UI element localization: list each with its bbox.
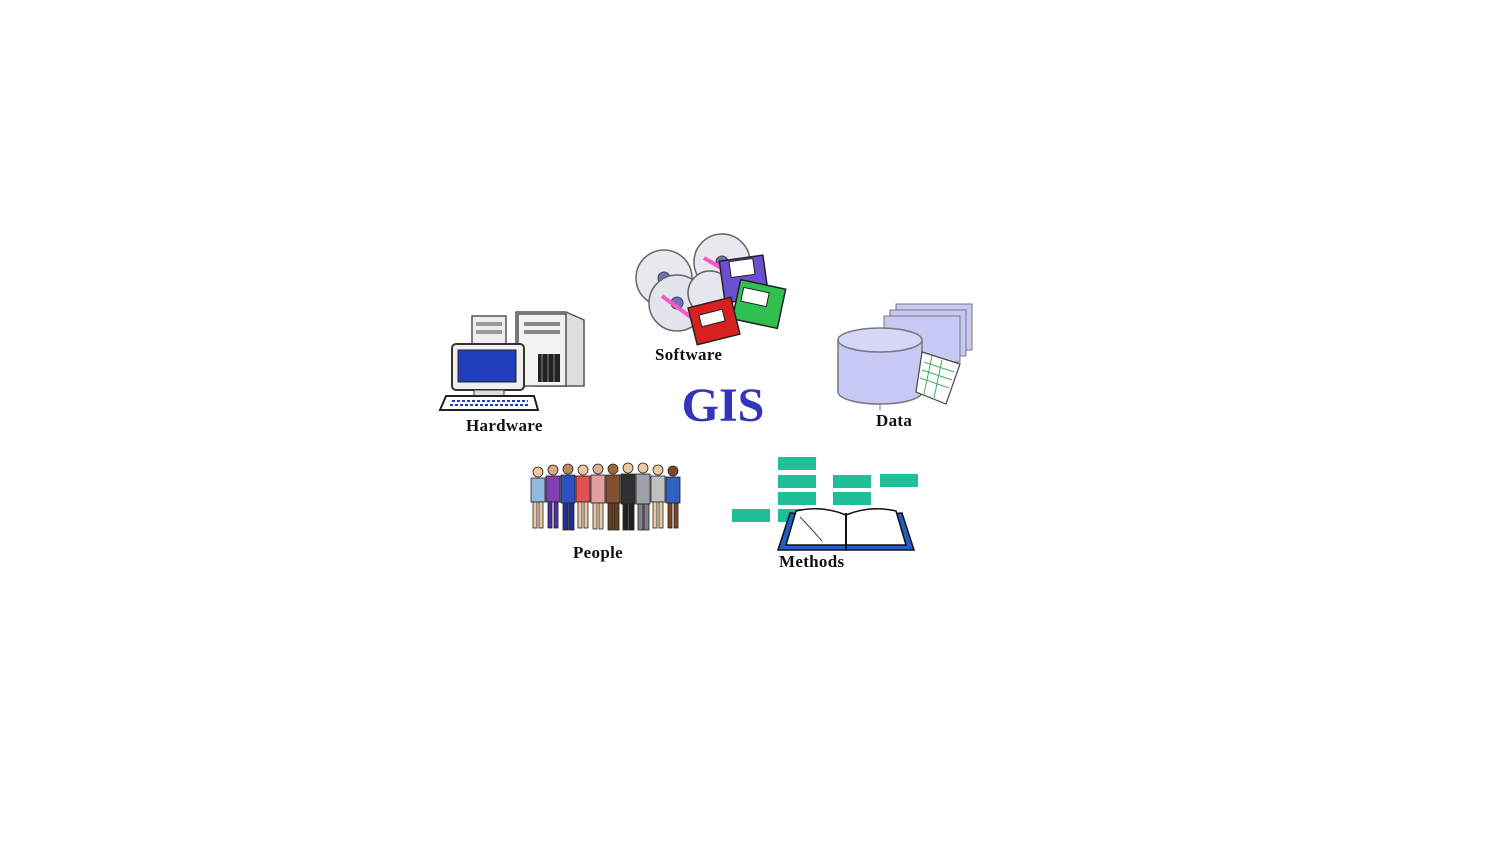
people-label: People (573, 543, 623, 562)
group-of-people-icon (530, 462, 681, 531)
cd-floppy-disks-icon (635, 233, 787, 346)
hardware-label: Hardware (466, 416, 543, 435)
data-label: Data (876, 411, 913, 430)
computer-workstation-icon (438, 311, 585, 411)
center-title-gis: GIS (681, 379, 765, 432)
open-book-flowchart-icon (732, 457, 918, 551)
database-cylinder-icon (837, 303, 973, 410)
software-label: Software (655, 345, 723, 364)
methods-label: Methods (779, 552, 845, 571)
